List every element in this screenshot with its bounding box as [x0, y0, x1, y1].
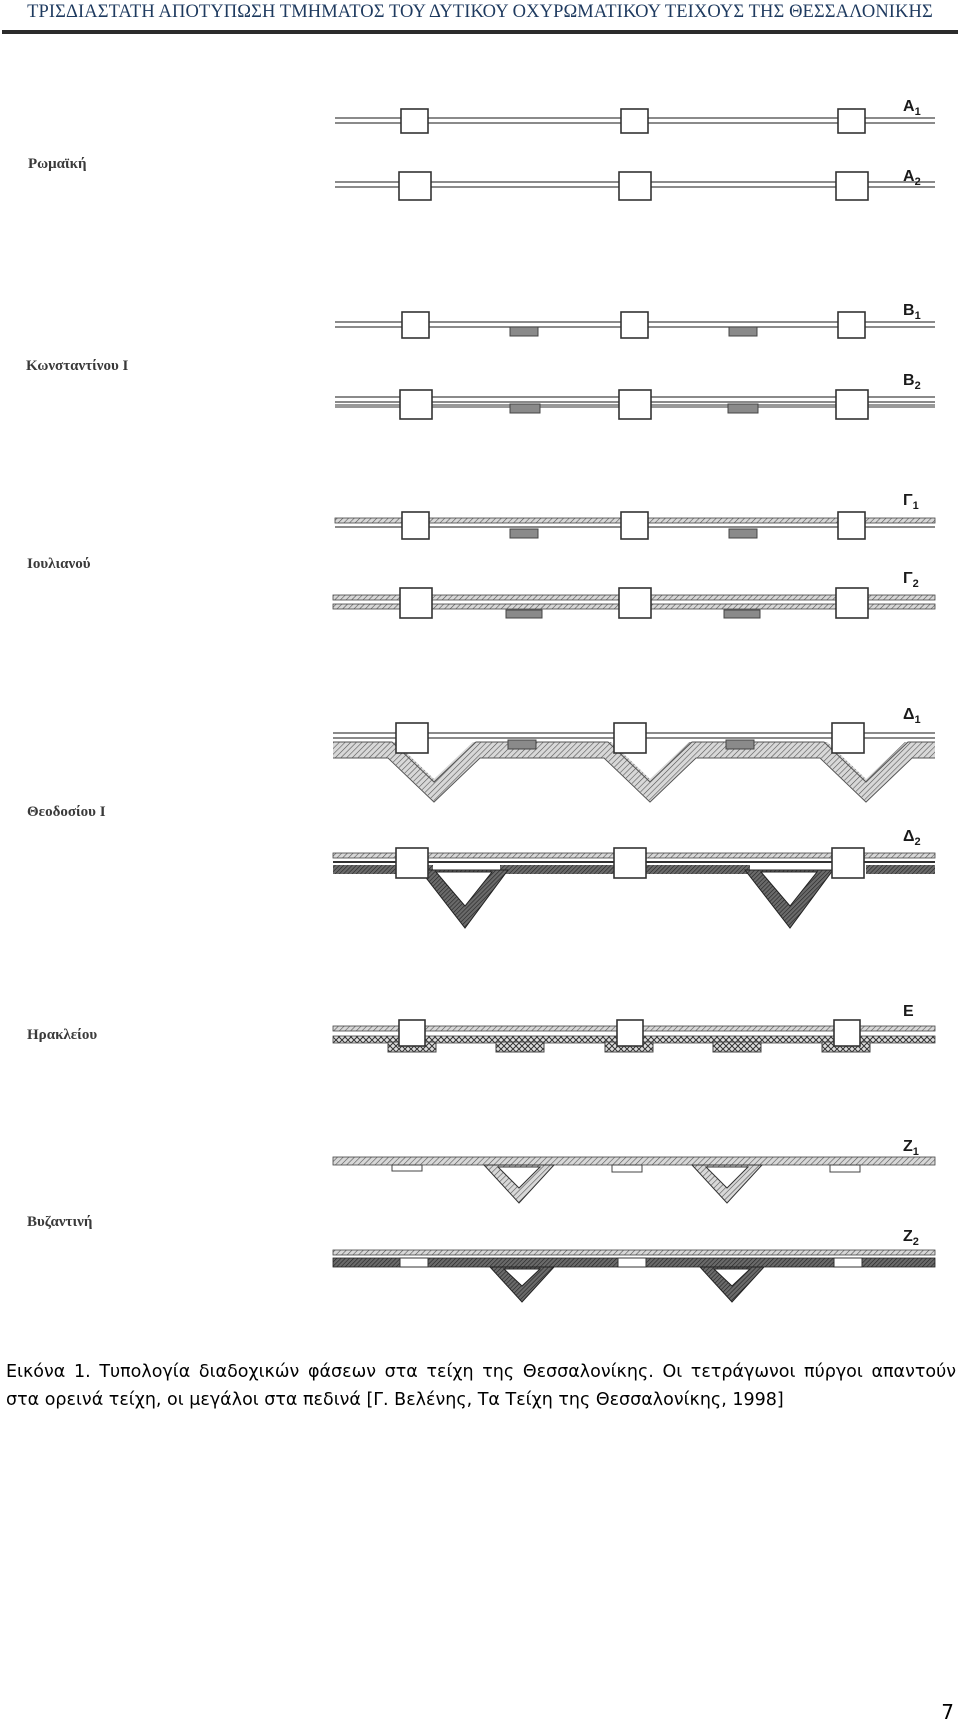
phase-label-julian: Ιουλιανού — [27, 556, 91, 572]
plan-z2 — [332, 1249, 936, 1303]
variant-label-b2: B2 — [903, 372, 921, 393]
variant-label-d1: Δ1 — [903, 706, 921, 727]
plan-b1 — [335, 311, 935, 339]
page-number: 7 — [941, 1700, 954, 1724]
figure-caption: Εικόνα 1. Τυπολογία διαδοχικών φάσεων στ… — [6, 1362, 956, 1410]
phase-label-roman: Ρωμαϊκή — [28, 156, 87, 172]
plan-d2 — [332, 847, 936, 929]
variant-label-a2: A2 — [903, 168, 921, 189]
page-header: ΤΡΙΣΔΙΑΣΤΑΤΗ ΑΠΟΤΥΠΩΣΗ ΤΜΗΜΑΤΟΣ ΤΟΥ ΔΥΤΙ… — [0, 0, 960, 36]
plan-e — [332, 1019, 936, 1053]
variant-label-z2: Z2 — [903, 1228, 919, 1249]
variant-label-z1: Z1 — [903, 1138, 919, 1159]
variant-label-e: E — [903, 1003, 914, 1020]
plan-z1 — [332, 1156, 936, 1204]
plan-g1 — [334, 511, 936, 540]
plan-a2 — [335, 171, 935, 201]
header-title: ΤΡΙΣΔΙΑΣΤΑΤΗ ΑΠΟΤΥΠΩΣΗ ΤΜΗΜΑΤΟΣ ΤΟΥ ΔΥΤΙ… — [27, 2, 933, 22]
phase-label-byzantine: Βυζαντινή — [27, 1214, 93, 1230]
phase-label-constantine: Κωνσταντίνου Ι — [26, 358, 129, 374]
wall-plans-drawing — [332, 108, 936, 1303]
variant-label-d2: Δ2 — [903, 828, 921, 849]
plan-a1 — [335, 108, 935, 134]
variant-label-b1: B1 — [903, 302, 921, 323]
phase-label-theodosius: Θεοδοσίου Ι — [27, 804, 106, 820]
plan-g2 — [332, 587, 936, 619]
wall-typology-figure: Ρωμαϊκή Κωνσταντίνου Ι Ιουλιανού Θεοδοσί… — [0, 80, 960, 1330]
plan-b2 — [335, 389, 935, 420]
variant-label-g1: Γ1 — [903, 492, 919, 513]
variant-label-g2: Γ2 — [903, 570, 919, 591]
variant-label-a1: A1 — [903, 98, 921, 119]
plan-d1 — [333, 722, 935, 803]
header-rule — [2, 30, 958, 34]
phase-label-heraclius: Ηρακλείου — [27, 1027, 98, 1043]
